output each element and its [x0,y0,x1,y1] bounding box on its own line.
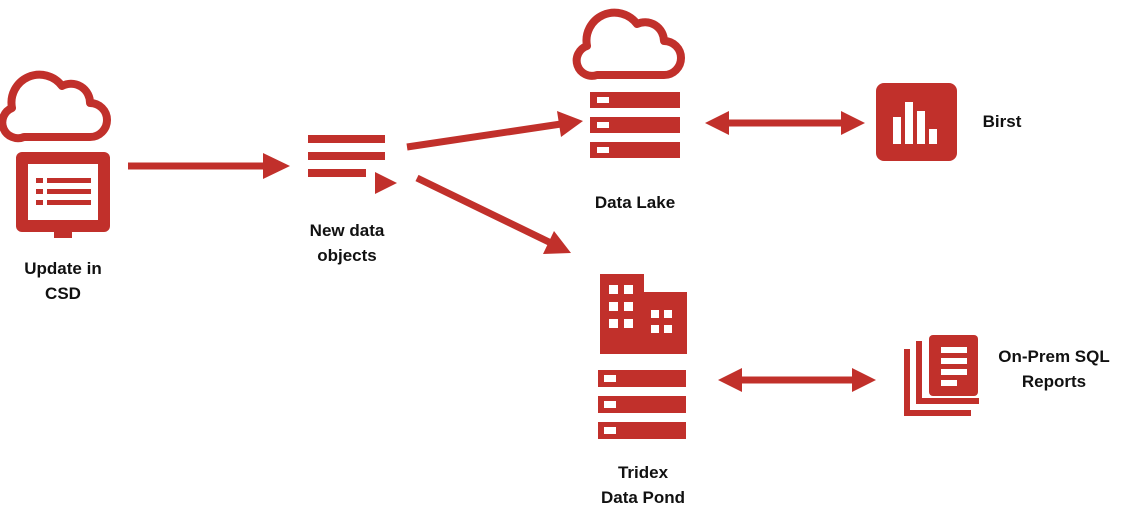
connector-data-pond-to-sql-reports [718,368,876,392]
label-on-prem-sql-reports-line1: On-Prem SQL [998,347,1110,366]
label-on-prem-sql-reports-line2: Reports [1021,372,1087,391]
bar-chart-icon [876,83,957,161]
label-birst-text: Birst [982,112,1022,131]
label-data-lake-text: Data Lake [594,193,676,212]
label-birst: Birst [962,109,1042,134]
connector-data-lake-to-birst [705,111,865,135]
label-update-in-csd-line1: Update in [24,259,102,278]
label-update-in-csd: Update in CSD [0,256,126,306]
reports-stack-icon [904,335,979,416]
cloud-server-icon [572,8,685,158]
connector-new-data-to-data-lake [406,111,583,151]
connector-csd-to-new-data [128,153,290,179]
label-tridex-data-pond-line2: Data Pond [600,488,686,507]
building-server-icon [598,274,687,439]
label-update-in-csd-line2: CSD [45,284,81,303]
label-tridex-data-pond-line1: Tridex [617,463,669,482]
label-on-prem-sql-reports: On-Prem SQL Reports [986,344,1122,394]
label-new-data-objects: New data objects [282,218,412,268]
cloud-monitor-icon [0,70,111,238]
connector-new-data-to-data-pond [415,174,571,254]
label-new-data-objects-line1: New data [309,221,385,240]
cloud-icon [0,70,111,143]
label-new-data-objects-line2: objects [317,246,377,265]
label-tridex-data-pond: Tridex Data Pond [578,460,708,510]
label-data-lake: Data Lake [570,190,700,215]
cloud-icon [572,8,685,80]
data-list-icon [308,135,397,194]
